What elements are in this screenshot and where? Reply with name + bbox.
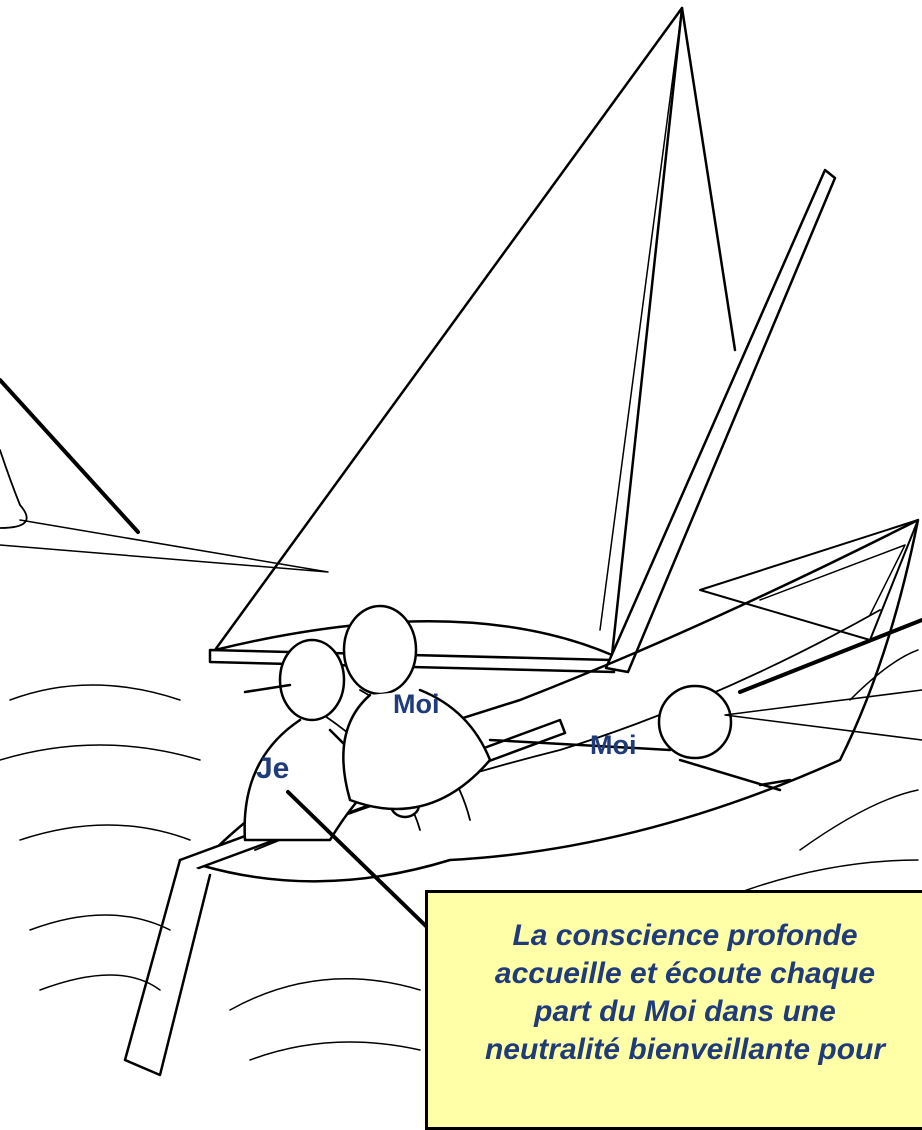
label-moi-right: Moi xyxy=(590,730,637,761)
speech-bubble-left xyxy=(0,450,27,528)
rudder xyxy=(125,860,210,1075)
caption-line-4: neutralité bienveillante pour xyxy=(438,1031,922,1069)
sail-batten xyxy=(682,8,735,350)
head-moi-left xyxy=(344,606,416,694)
caption-line-2: accueille et écoute chaque xyxy=(438,955,922,993)
main-sail xyxy=(215,8,682,655)
wave-left-5 xyxy=(40,975,160,990)
callout-line-right xyxy=(740,620,922,692)
speech-pointer-right xyxy=(725,690,922,740)
wave-left-2 xyxy=(0,745,200,760)
wave-right-2 xyxy=(800,790,918,850)
caption-line-3: part du Moi dans une xyxy=(438,993,922,1031)
caption-line-1: La conscience profonde xyxy=(438,917,922,955)
head-je xyxy=(280,640,344,720)
callout-line-left xyxy=(0,380,138,532)
bow-triangle xyxy=(700,520,918,640)
wave-left-4 xyxy=(30,915,170,930)
wave-mid-1 xyxy=(230,979,420,1010)
wave-left-1 xyxy=(10,685,180,700)
speech-pointer-left xyxy=(0,520,328,572)
wave-mid-2 xyxy=(250,1042,420,1060)
caption-box: La conscience profonde accueille et écou… xyxy=(425,890,922,1130)
wave-left-3 xyxy=(20,825,190,840)
label-moi-left: Moi xyxy=(393,689,440,720)
label-je: Je xyxy=(256,752,289,786)
head-moi-right xyxy=(659,686,731,758)
